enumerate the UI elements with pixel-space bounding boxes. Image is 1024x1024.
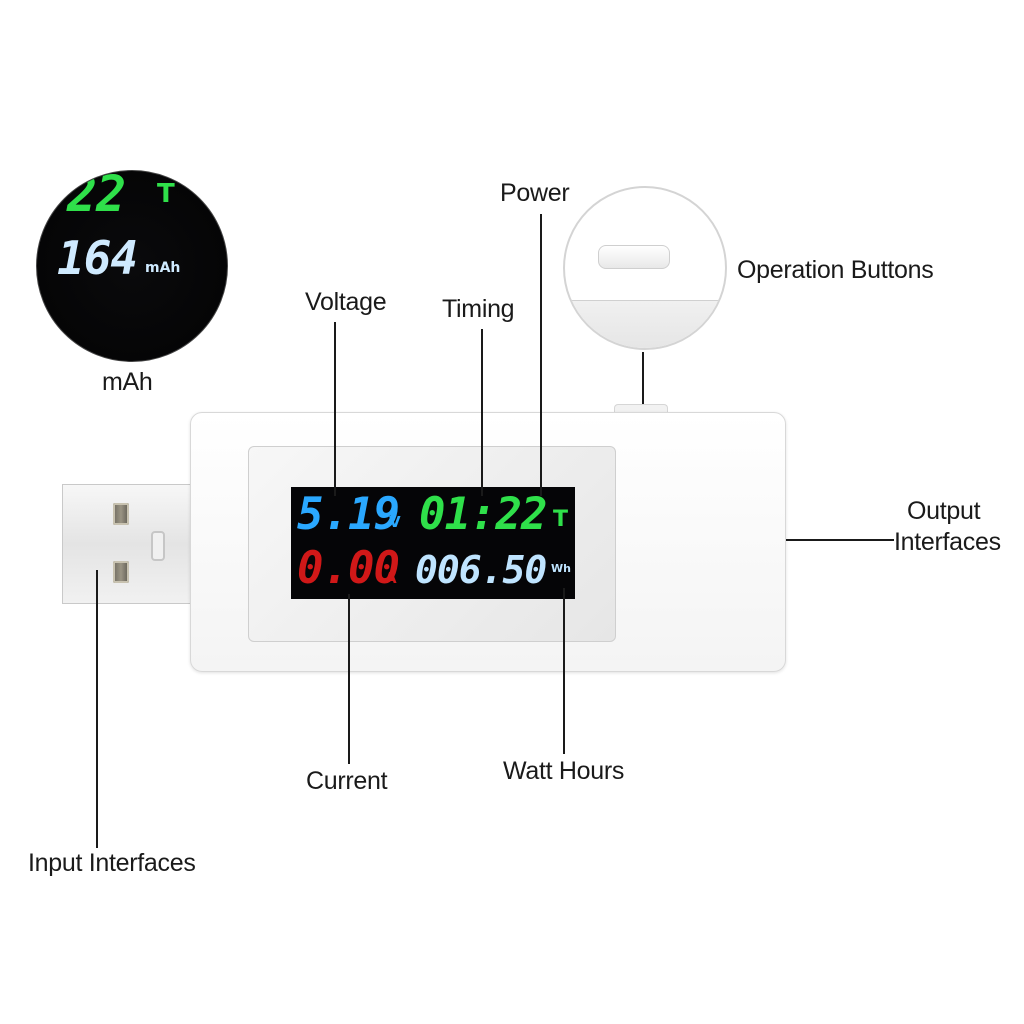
label-output-interfaces-line1: Output (907, 497, 981, 525)
usb-input-plug (62, 484, 192, 604)
label-operation-buttons: Operation Buttons (737, 256, 934, 284)
label-current: Current (306, 767, 388, 795)
leader-output-interfaces (786, 539, 894, 541)
label-output-interfaces-line2: Interfaces (894, 528, 1001, 556)
watt-hours-unit: Wh (551, 562, 571, 575)
zoom-partial-timing-unit: T (157, 179, 175, 209)
label-power: Power (500, 179, 570, 207)
operation-button-zoom-circle (563, 186, 727, 350)
leader-power (540, 214, 542, 496)
device-edge (565, 300, 725, 348)
current-unit: A (385, 569, 397, 587)
voltage-readout: 5.19 (297, 489, 400, 540)
label-mah: mAh (102, 368, 153, 396)
leader-current (348, 594, 350, 764)
leader-watt-hours (563, 588, 565, 754)
timing-unit: T (553, 507, 569, 532)
usb-pin-bottom (113, 561, 129, 583)
leader-operation-buttons (642, 352, 644, 404)
operation-button-zoomed[interactable] (598, 245, 670, 269)
label-voltage: Voltage (305, 288, 387, 316)
lcd-screen: 5.19 V 01:22 T 0.00 A 006.50 Wh (291, 487, 575, 599)
usb-pin-top (113, 503, 129, 525)
label-timing: Timing (442, 295, 515, 323)
leader-voltage (334, 322, 336, 496)
zoom-mah-value: 164 (57, 231, 138, 285)
watt-hours-readout: 006.50 (415, 548, 547, 592)
timing-readout: 01:22 (419, 489, 547, 540)
leader-input-interfaces (96, 570, 98, 848)
zoom-mah-unit: mAh (145, 260, 181, 276)
label-input-interfaces: Input Interfaces (28, 849, 196, 877)
usb-slot (151, 531, 165, 561)
mah-zoom-circle: 22 T 164 mAh (36, 170, 228, 362)
voltage-unit: V (389, 513, 401, 531)
current-readout: 0.00 (297, 543, 400, 594)
leader-timing (481, 329, 483, 496)
zoom-partial-timing: 22 (67, 170, 126, 223)
label-watt-hours: Watt Hours (503, 757, 625, 785)
